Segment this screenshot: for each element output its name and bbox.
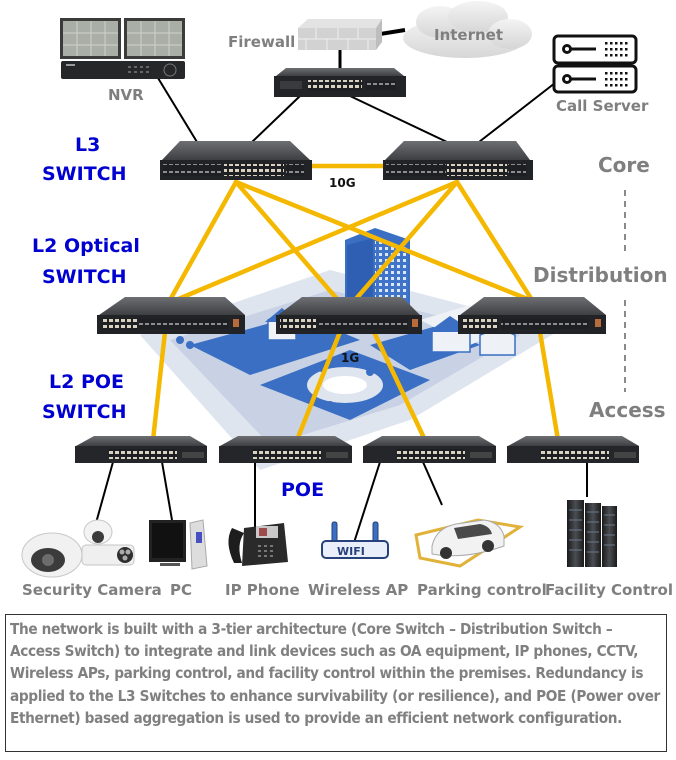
firewall-icon [298,19,382,50]
l2-optical-label-line2: SWITCH [42,266,127,288]
link-access1-camera [95,461,114,524]
copper-links-top [157,28,556,143]
access-switch-3-icon [363,436,496,463]
link-router-l3b [349,95,448,143]
copper-links-bottom [95,461,588,556]
l3-switch-a-icon [160,141,312,180]
pc-icon [149,519,208,570]
network-diagram: NVR Firewall Internet [21,1,673,599]
fiber-links [150,163,561,443]
internet-label: Internet [434,26,503,44]
link-dist1-access1 [150,329,168,443]
nvr-icon [60,18,185,79]
access-switch-2-icon [219,436,352,463]
link-speed-10g: 10G [329,176,356,190]
distribution-switch-1-icon [97,297,245,334]
facility-control-icon [567,500,617,567]
l3-switch-label-line2: SWITCH [42,163,127,185]
distribution-switch-2-icon [276,297,422,334]
link-l3a-dist1 [167,179,239,303]
link-dist2-access2 [294,329,343,443]
poe-label: POE [281,479,324,501]
call-server-label: Call Server [556,97,649,115]
link-l3b-dist3 [454,179,535,303]
security-camera-icon [21,519,135,578]
wifi-badge: WIFI [337,545,365,558]
layer-access-label: Access [589,398,666,422]
link-l3a-dist3 [233,179,533,303]
link-l3a-dist2 [233,179,341,303]
access-switch-1-icon [75,436,207,463]
layer-core-label: Core [598,153,650,177]
firewall-label: Firewall [228,33,295,51]
campus-illustration [140,228,560,470]
layer-distribution-label: Distribution [533,263,668,287]
link-speed-1g: 1G [341,351,359,365]
parking-control-icon [414,518,525,568]
description-box: The network is built with a 3-tier archi… [5,614,667,752]
l2-poe-label-line2: SWITCH [42,401,127,423]
link-dist2-access3 [371,329,428,443]
call-server-icon [552,34,638,94]
device-label-ip-phone: IP Phone [225,581,300,599]
wireless-ap-icon: WIFI [321,521,389,559]
l3-switch-label-line1: L3 [75,134,100,156]
device-label-parking-control: Parking control [417,581,547,599]
link-access1-pc [161,461,173,521]
distribution-switch-3-icon [458,297,606,334]
l2-optical-label-line1: L2 Optical [32,235,140,257]
gateway-switch-icon [274,68,406,97]
ip-phone-icon [228,523,288,566]
link-access3-parking [422,461,443,506]
link-l3b-dist1 [173,179,460,303]
device-label-wireless-ap: Wireless AP [308,581,408,599]
access-switch-4-icon [507,436,639,463]
l3-switch-b-icon [383,141,533,180]
link-nvr-l3a [157,77,198,143]
device-label-security-camera: Security Camera [22,581,162,599]
link-firewall-internet [379,28,406,36]
l2-poe-label-line1: L2 POE [49,371,124,393]
link-access3-ap [349,461,381,556]
device-label-facility-control: Facility Control [545,581,673,599]
trees [176,336,394,409]
device-label-pc: PC [170,581,192,599]
link-l3b-dist2 [352,179,460,303]
link-router-l3a [251,95,301,143]
internet-cloud-icon [403,1,532,58]
link-dist3-access4 [537,329,561,443]
link-callserver-l3b [478,82,556,143]
nvr-label: NVR [108,86,144,104]
